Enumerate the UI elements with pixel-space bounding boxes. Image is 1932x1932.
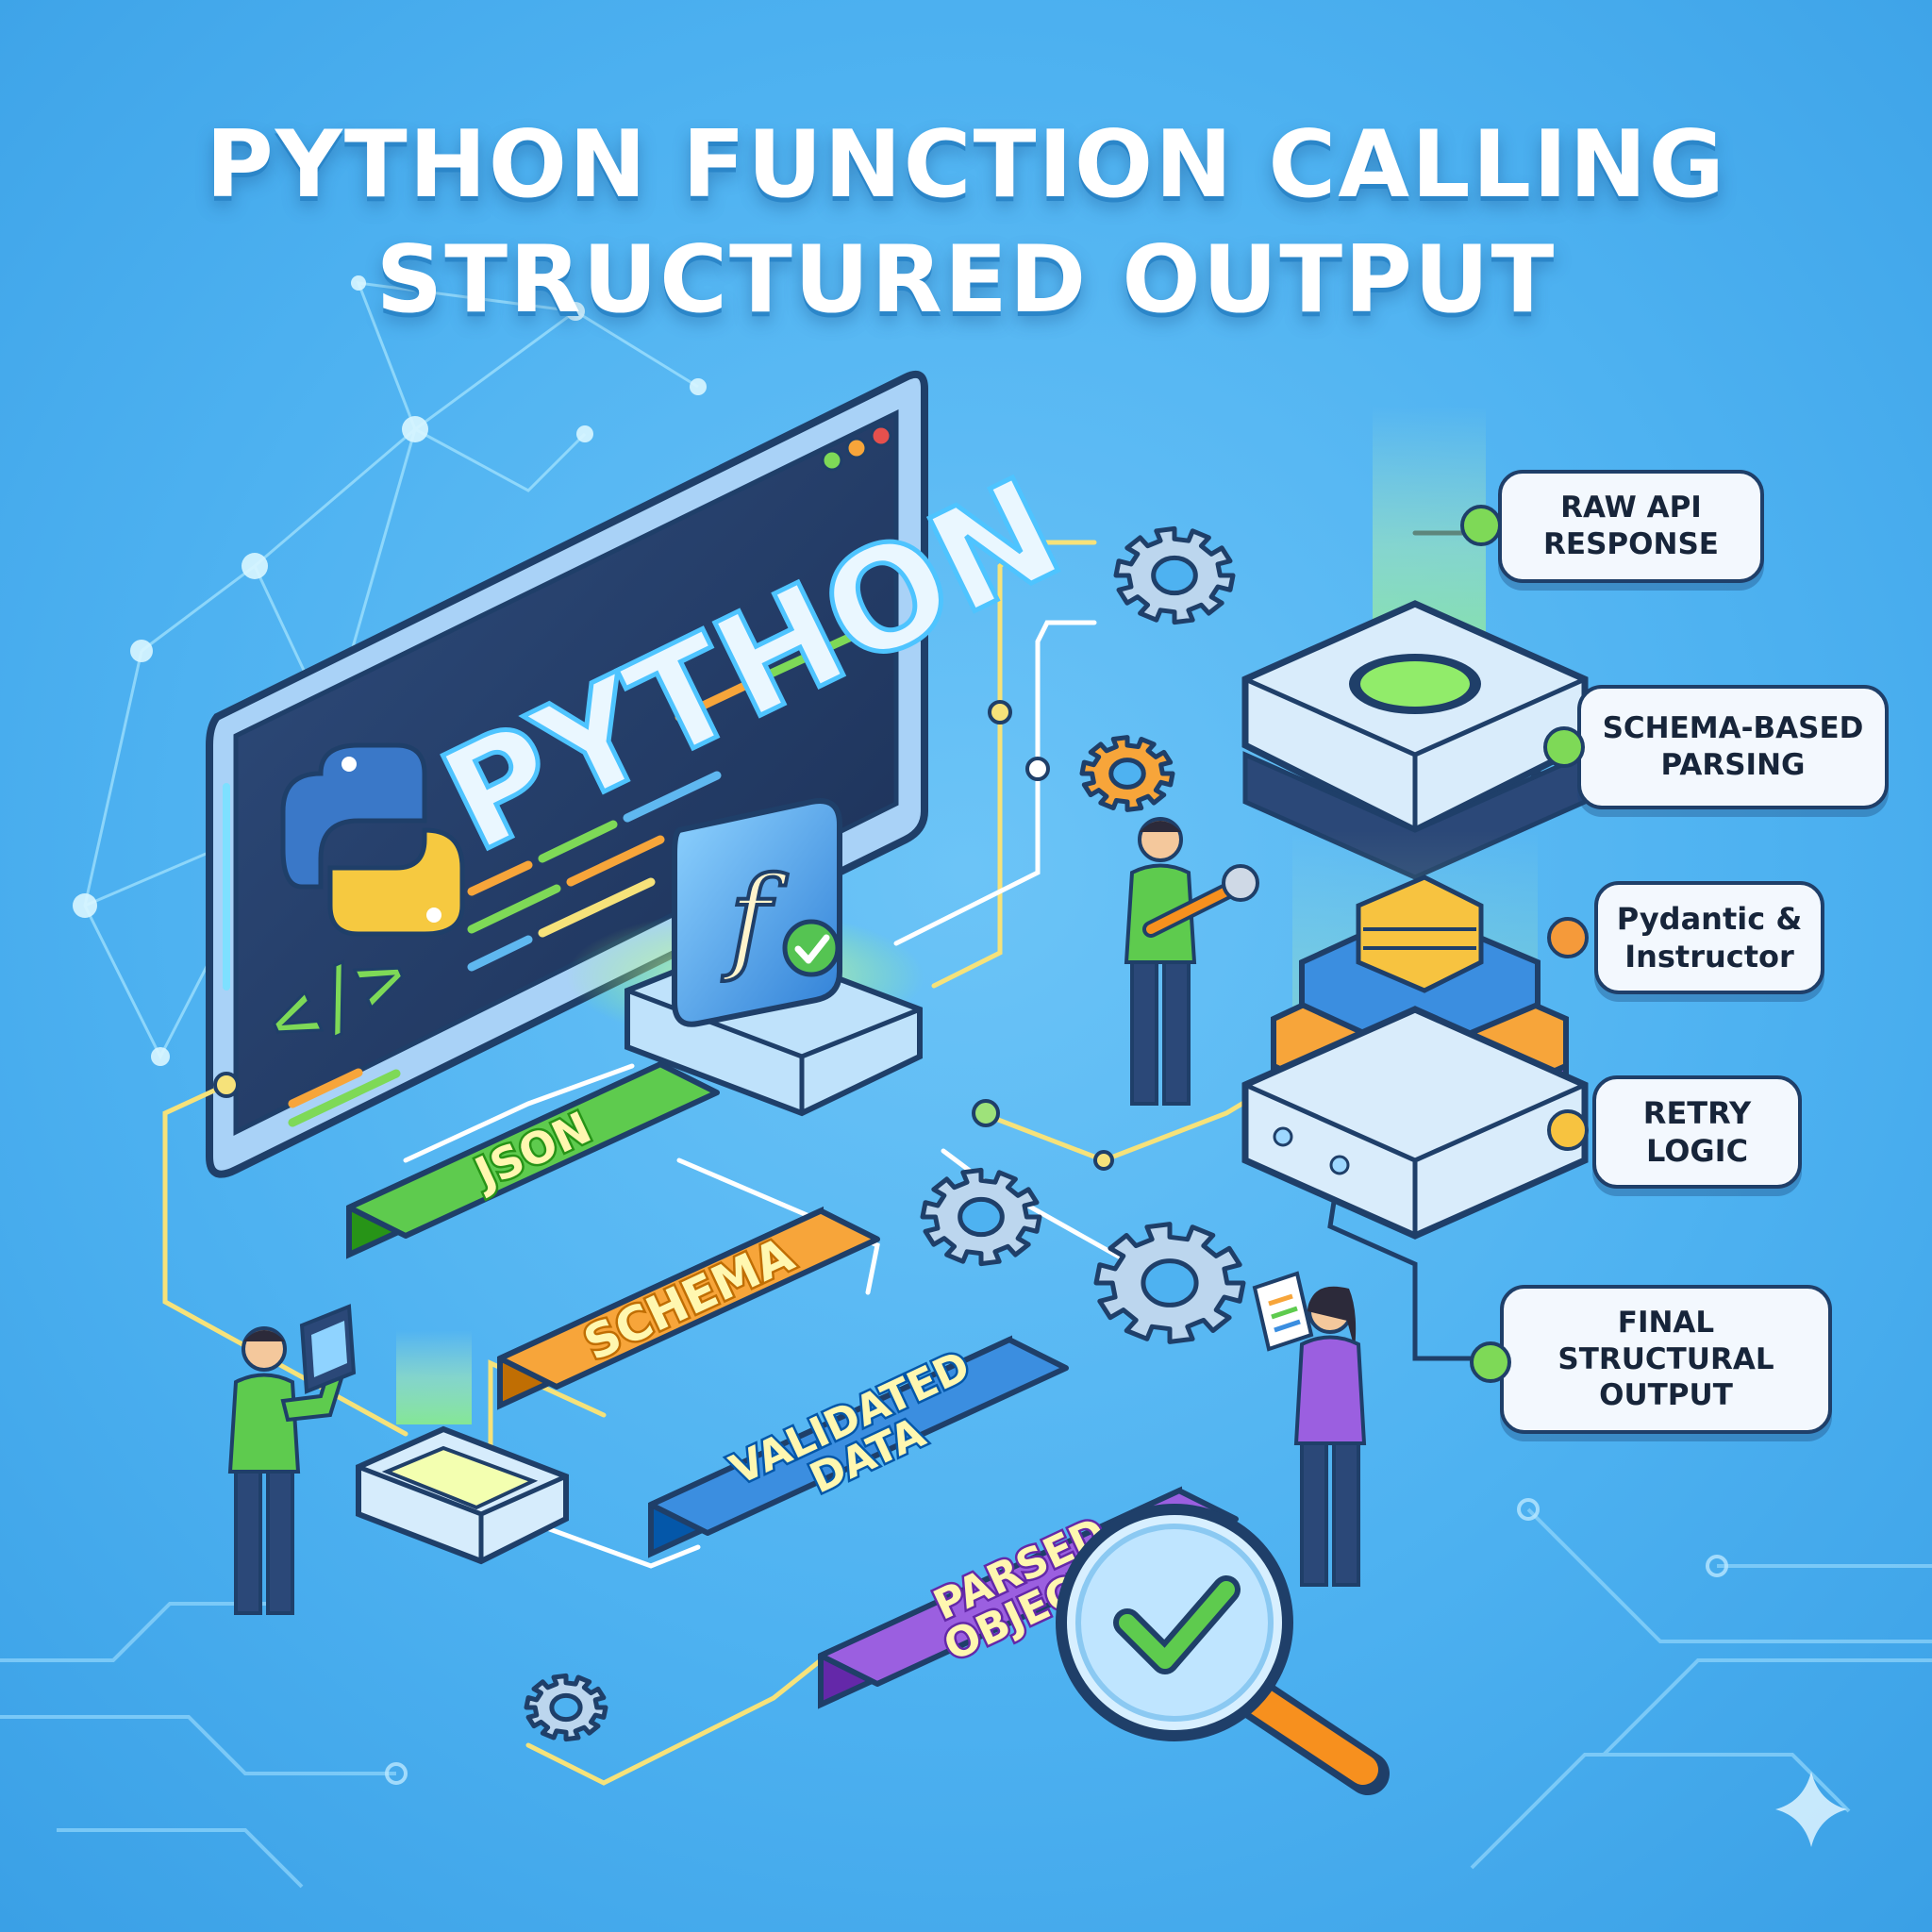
- person-with-document: [1252, 1271, 1367, 1587]
- gear-group: [524, 525, 1246, 1742]
- title-line-2: STRUCTURED OUTPUT: [375, 226, 1557, 334]
- connector-nodes: [213, 700, 1114, 1171]
- server-stack: [1241, 406, 1589, 1240]
- block-label: JSON: [465, 1102, 598, 1200]
- callout-line: STRUCTURAL: [1557, 1341, 1774, 1376]
- person-with-laptop: [227, 1304, 357, 1615]
- block-label: SCHEMA: [575, 1227, 802, 1372]
- person-with-wrench: [1124, 817, 1259, 1106]
- block-2: SCHEMA: [497, 1206, 880, 1410]
- function-icon: f: [672, 798, 842, 1027]
- callout-line: LOGIC: [1645, 1133, 1749, 1169]
- laptop-icon: [299, 1304, 357, 1394]
- callout-line: SCHEMA-BASED: [1602, 711, 1864, 746]
- python-monitor: [206, 371, 928, 1178]
- sparkle-icon: [1775, 1772, 1847, 1847]
- document-icon: [1252, 1271, 1314, 1352]
- callout-line: FINAL: [1617, 1305, 1715, 1340]
- callout-dot: [1543, 726, 1585, 768]
- python-logo-icon: [280, 742, 465, 937]
- circuit-decoration: [0, 1507, 1932, 1889]
- gear-icon: [1113, 525, 1236, 625]
- callout-dot: [1470, 1341, 1511, 1383]
- gear-icon: [920, 1167, 1042, 1267]
- gear-icon: [524, 1673, 608, 1742]
- callout-line: RESPONSE: [1543, 527, 1719, 561]
- gear-icon: [1079, 735, 1175, 812]
- magnifier-check-icon: [1056, 1504, 1390, 1795]
- callout-line: PARSING: [1660, 748, 1806, 782]
- check-icon: [782, 919, 841, 977]
- gear-icon: [1093, 1222, 1246, 1344]
- callout-line: Instructor: [1624, 939, 1794, 974]
- callout-dot: [1547, 1109, 1589, 1151]
- callout-line: OUTPUT: [1599, 1378, 1733, 1413]
- callout-line: RAW API: [1560, 491, 1702, 525]
- title-line-1: PYTHON FUNCTION CALLING: [206, 111, 1726, 219]
- callout-dot: [1460, 505, 1502, 546]
- code-lines: [288, 633, 854, 1127]
- callout-line: RETRY: [1642, 1095, 1752, 1131]
- callout-line: Pydantic &: [1616, 901, 1803, 937]
- output-tile: [356, 1330, 569, 1565]
- wrench-icon: [1142, 864, 1259, 938]
- callout-box: Pydantic &Instructor: [1594, 881, 1824, 994]
- callout-dot: [1547, 917, 1589, 958]
